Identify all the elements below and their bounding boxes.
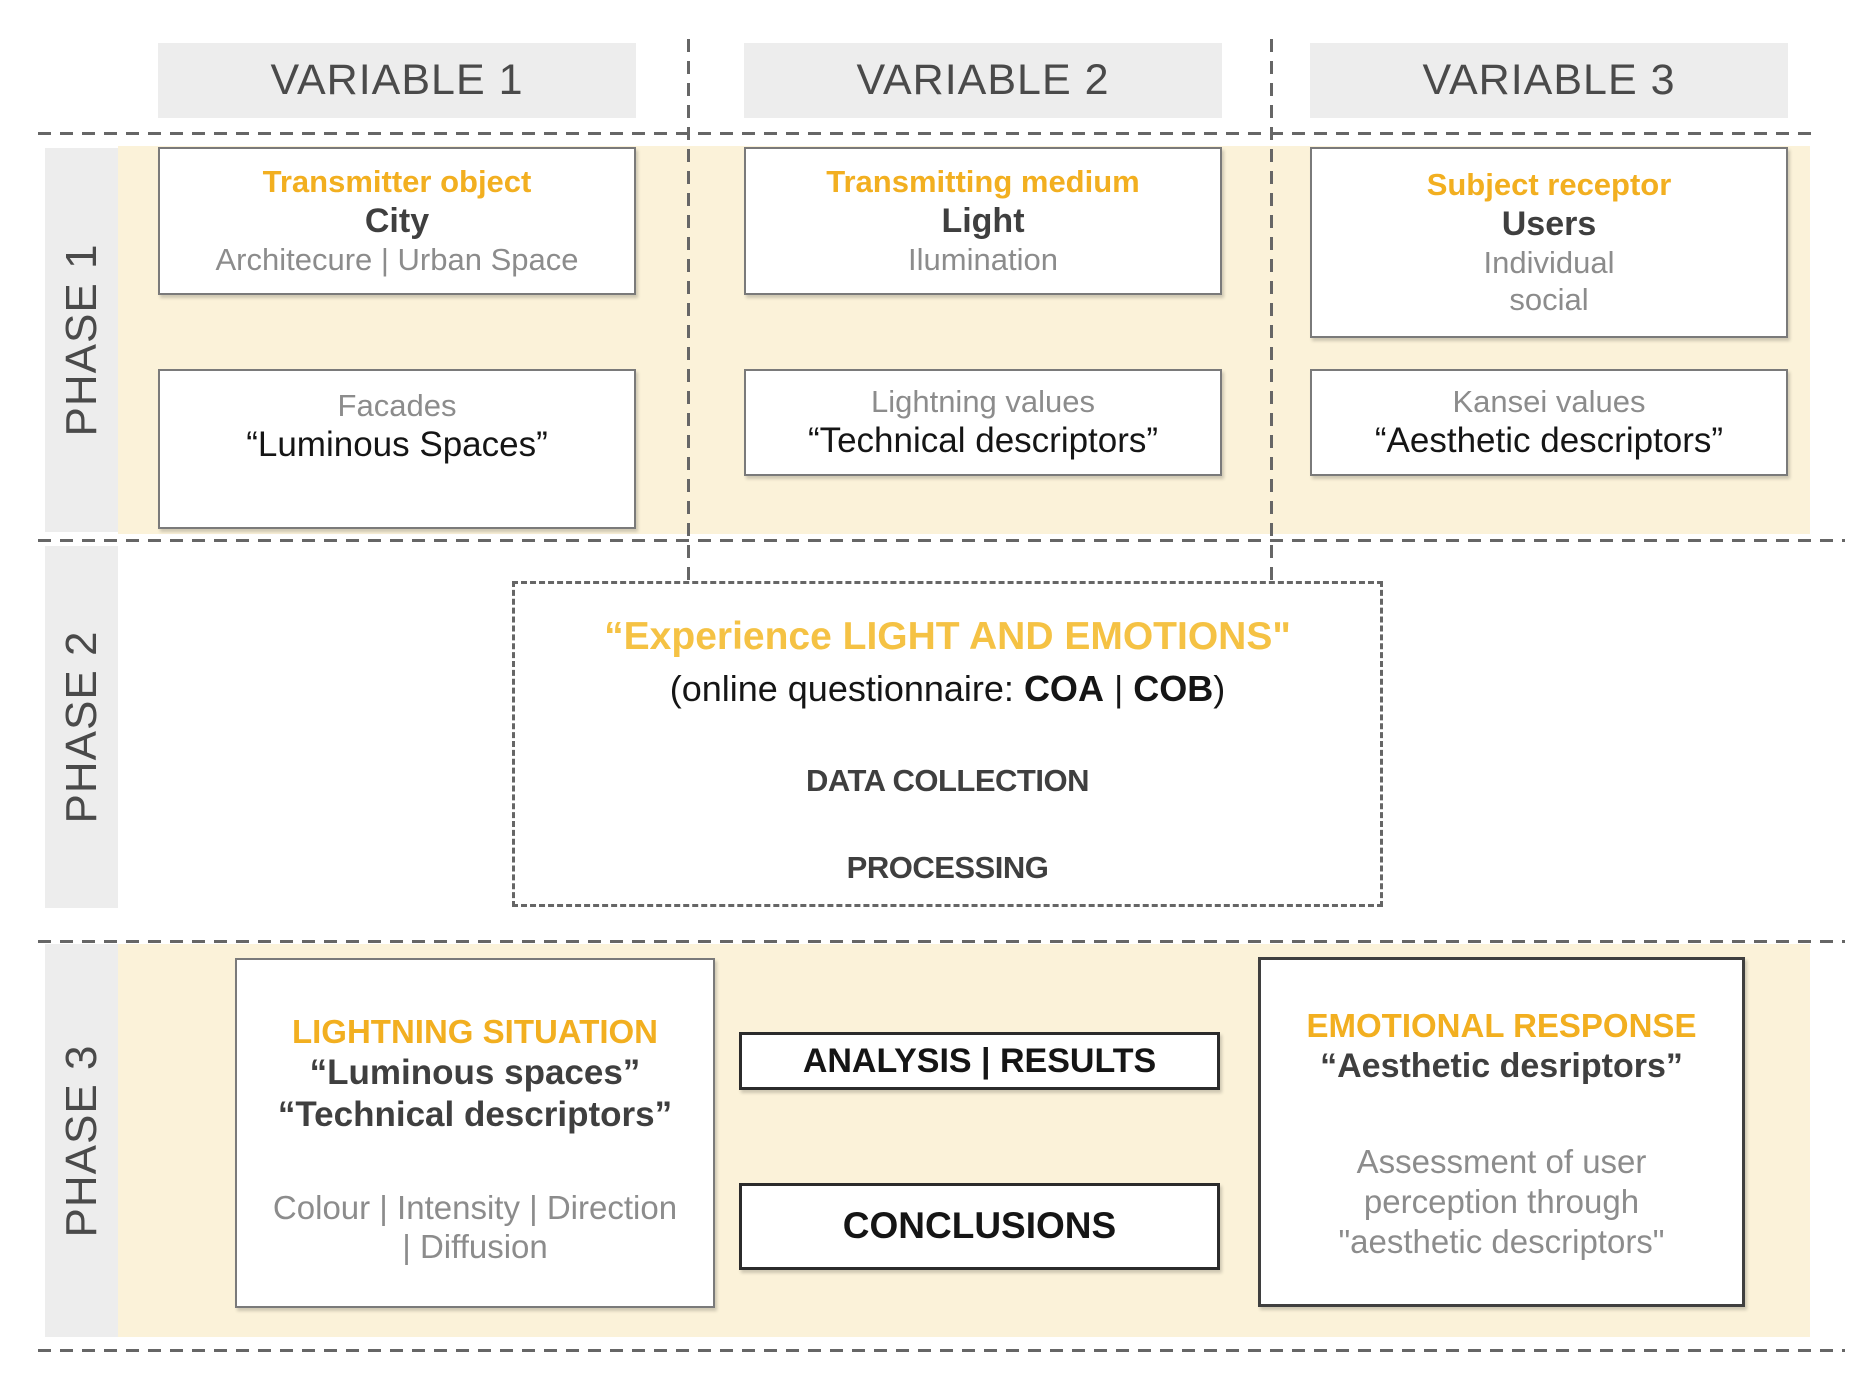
phase3-label: PHASE 3 xyxy=(56,1044,106,1237)
facades-box: Facades “Luminous Spaces” xyxy=(158,369,636,529)
conclusions-box: CONCLUSIONS xyxy=(739,1183,1220,1270)
phase1-label: PHASE 1 xyxy=(56,243,106,437)
transmitting-medium-box: Transmitting medium Light Ilumination xyxy=(744,147,1222,295)
header-variable-3: VARIABLE 3 xyxy=(1310,43,1788,118)
phase-divider-top xyxy=(38,132,1818,135)
emotional-response-detail-2: perception through xyxy=(1363,1182,1640,1220)
processing-step: PROCESSING xyxy=(846,850,1049,886)
header-variable-1: VARIABLE 1 xyxy=(158,43,636,118)
questionnaire-cob: COB xyxy=(1133,667,1214,709)
lightning-situation-detail-1: Colour | Intensity | Direction xyxy=(272,1188,678,1226)
transmitter-subject: City xyxy=(364,201,430,240)
kansei-values-quoted: “Aesthetic descriptors” xyxy=(1374,421,1724,461)
kansei-values-label: Kansei values xyxy=(1452,383,1646,419)
questionnaire-coa: COA xyxy=(1023,667,1104,709)
transmitter-title: Transmitter object xyxy=(262,164,532,200)
lightning-values-box: Lightning values “Technical descriptors” xyxy=(744,369,1222,476)
lightning-situation-title: LIGHTNING SITUATION xyxy=(291,1013,659,1050)
medium-detail: Ilumination xyxy=(908,242,1058,278)
header-variable-2: VARIABLE 2 xyxy=(744,43,1222,118)
medium-subject: Light xyxy=(941,201,1025,240)
phase1-strip: PHASE 1 xyxy=(45,148,118,532)
lightning-values-label: Lightning values xyxy=(870,383,1096,419)
header-variable-1-label: VARIABLE 1 xyxy=(270,56,524,104)
data-collection-step: DATA COLLECTION xyxy=(806,762,1089,798)
lightning-situation-quoted-2: “Technical descriptors” xyxy=(277,1094,673,1134)
facades-quoted: “Luminous Spaces” xyxy=(246,425,548,465)
lightning-situation-box: LIGHTNING SITUATION “Luminous spaces” “T… xyxy=(235,958,715,1308)
emotional-response-quoted: “Aesthetic desriptors” xyxy=(1320,1046,1683,1085)
phase3-strip: PHASE 3 xyxy=(45,944,118,1337)
transmitter-object-box: Transmitter object City Architecure | Ur… xyxy=(158,147,636,295)
header-variable-2-label: VARIABLE 2 xyxy=(856,56,1110,104)
column-divider-2 xyxy=(1270,39,1273,581)
medium-title: Transmitting medium xyxy=(826,164,1140,200)
lightning-situation-quoted-1: “Luminous spaces” xyxy=(309,1052,641,1092)
analysis-results-label: ANALYSIS | RESULTS xyxy=(802,1041,1157,1080)
receptor-subject: Users xyxy=(1501,204,1597,243)
receptor-detail-1: Individual xyxy=(1483,245,1615,281)
lightning-situation-detail-2: | Diffusion xyxy=(402,1228,548,1266)
header-variable-3-label: VARIABLE 3 xyxy=(1422,56,1676,104)
questionnaire-prefix: (online questionnaire: xyxy=(669,667,1024,709)
questionnaire-separator: | xyxy=(1103,667,1134,709)
receptor-title: Subject receptor xyxy=(1426,167,1672,203)
emotional-response-detail-3: "aesthetic descriptors" xyxy=(1338,1222,1665,1260)
subject-receptor-box: Subject receptor Users Individual social xyxy=(1310,147,1788,338)
column-divider-1 xyxy=(687,39,690,581)
lightning-values-quoted: “Technical descriptors” xyxy=(807,421,1159,461)
kansei-values-box: Kansei values “Aesthetic descriptors” xyxy=(1310,369,1788,476)
emotional-response-box: EMOTIONAL RESPONSE “Aesthetic desriptors… xyxy=(1258,957,1745,1307)
analysis-results-box: ANALYSIS | RESULTS xyxy=(739,1032,1220,1090)
experience-box: “Experience LIGHT AND EMOTIONS" (online … xyxy=(512,581,1383,907)
transmitter-detail: Architecure | Urban Space xyxy=(215,242,579,278)
phase2-label: PHASE 2 xyxy=(56,630,106,824)
phase-divider-bottom xyxy=(38,1349,1845,1352)
emotional-response-title: EMOTIONAL RESPONSE xyxy=(1306,1007,1697,1044)
receptor-detail-2: social xyxy=(1509,282,1589,318)
emotional-response-detail-1: Assessment of user xyxy=(1356,1143,1647,1181)
questionnaire-suffix: ) xyxy=(1213,667,1226,709)
phase2-strip: PHASE 2 xyxy=(45,546,118,908)
questionnaire-line: (online questionnaire: COA | COB) xyxy=(670,667,1226,710)
facades-label: Facades xyxy=(337,388,457,423)
experience-title: “Experience LIGHT AND EMOTIONS" xyxy=(604,615,1291,658)
phase-divider-1-2 xyxy=(38,539,1845,542)
phase-divider-2-3 xyxy=(38,940,1845,943)
conclusions-label: CONCLUSIONS xyxy=(842,1205,1117,1247)
